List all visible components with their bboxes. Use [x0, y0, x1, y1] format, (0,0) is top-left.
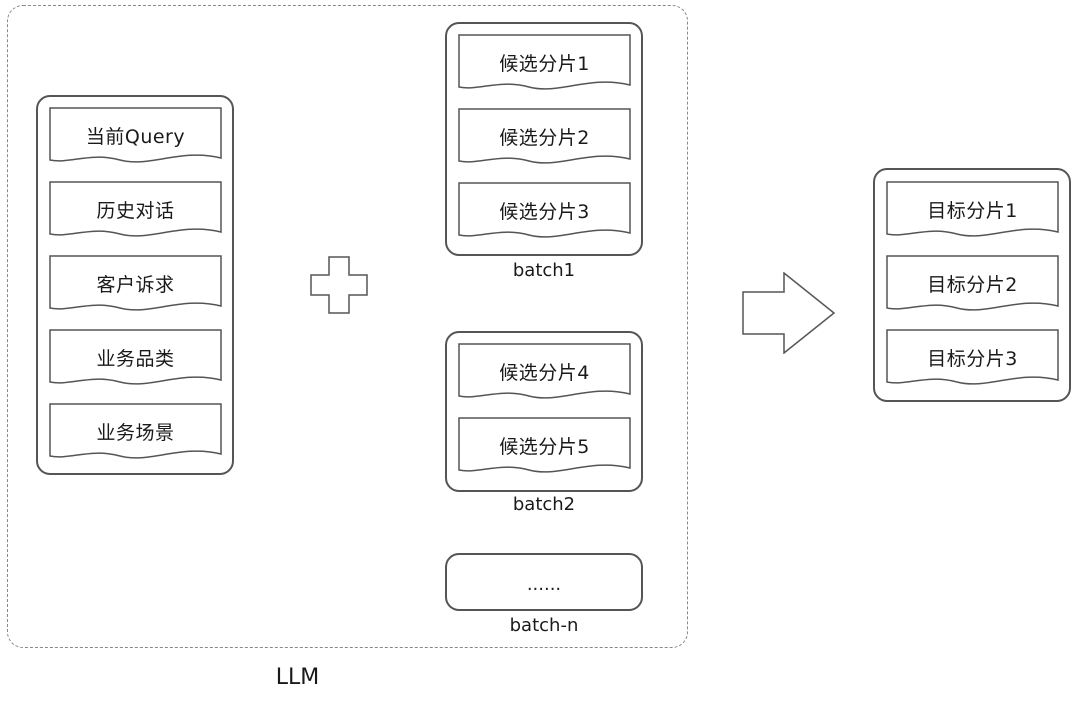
llm-frame	[7, 5, 688, 648]
context-item-category: 业务品类	[49, 329, 222, 386]
candidate-chunk-2: 候选分片2	[458, 108, 631, 165]
batch2-label: batch2	[512, 494, 576, 515]
target-chunk-1: 目标分片1	[886, 181, 1059, 238]
batch1-label: batch1	[512, 260, 576, 281]
target-chunk-3: 目标分片3	[886, 329, 1059, 386]
context-item-request: 客户诉求	[49, 255, 222, 312]
batch-n-label: batch-n	[509, 615, 579, 636]
right-arrow-icon	[742, 271, 836, 355]
llm-label: LLM	[275, 665, 320, 690]
context-item-query: 当前Query	[49, 107, 222, 164]
candidate-chunk-1: 候选分片1	[458, 34, 631, 91]
plus-icon	[310, 256, 368, 314]
candidate-chunk-4: 候选分片4	[458, 343, 631, 400]
context-item-history: 历史对话	[49, 181, 222, 238]
context-item-scenario: 业务场景	[49, 403, 222, 460]
batch-n-ellipsis: ......	[526, 574, 562, 595]
target-chunk-2: 目标分片2	[886, 255, 1059, 312]
batch-n-group: ......	[445, 553, 643, 611]
candidate-chunk-5: 候选分片5	[458, 417, 631, 474]
candidate-chunk-3: 候选分片3	[458, 182, 631, 239]
